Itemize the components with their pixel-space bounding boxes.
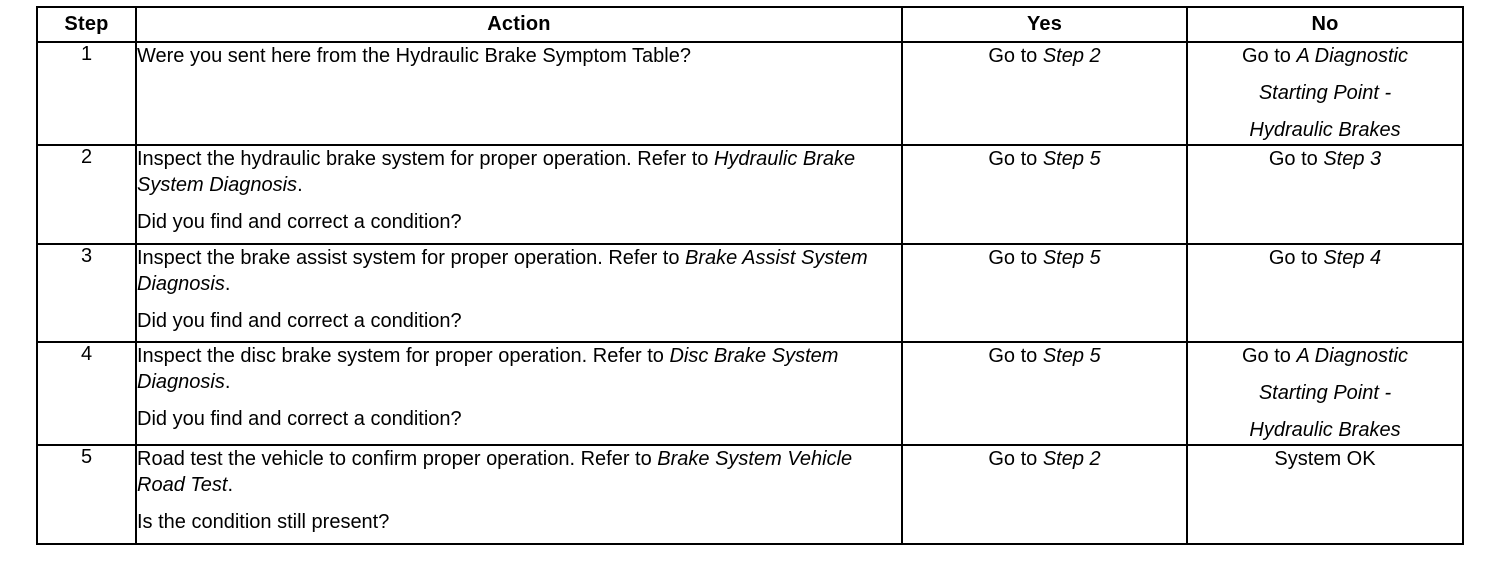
text-segment: Go to bbox=[1241, 45, 1297, 67]
cell-yes-result: Go to Step 5 bbox=[901, 143, 1188, 245]
reference-title: Step 5 bbox=[1042, 345, 1101, 368]
text-line: Were you sent here from the Hydraulic Br… bbox=[137, 43, 901, 69]
text-segment: Go to bbox=[1268, 246, 1324, 269]
reference-title: Hydraulic Brake System Diagnosis bbox=[137, 147, 856, 196]
reference-title: Starting Point - bbox=[1258, 382, 1392, 405]
reference-title: Step 5 bbox=[1042, 147, 1101, 170]
reference-title: A Diagnostic bbox=[1296, 345, 1409, 368]
text-segment: Did you find and correct a condition? bbox=[137, 210, 462, 233]
text-line: Go to Step 2 bbox=[903, 43, 1186, 69]
reference-title: Step 3 bbox=[1323, 147, 1382, 170]
cell-yes-result: Go to Step 5 bbox=[901, 341, 1188, 447]
column-header-no: No bbox=[1186, 6, 1464, 43]
text-segment: . bbox=[227, 474, 233, 497]
text-line: Did you find and correct a condition? bbox=[137, 209, 901, 235]
text-line: Go to A Diagnostic bbox=[1188, 43, 1462, 69]
reference-title: Hydraulic Brakes bbox=[1249, 419, 1401, 442]
text-line: Inspect the brake assist system for prop… bbox=[137, 245, 901, 297]
cell-yes-result: Go to Step 2 bbox=[901, 444, 1188, 545]
cell-step-number: 5 bbox=[36, 444, 137, 545]
cell-yes-result: Go to Step 5 bbox=[901, 242, 1188, 344]
text-segment: . bbox=[224, 371, 231, 394]
text-line: Did you find and correct a condition? bbox=[137, 406, 901, 432]
column-header-action: Action bbox=[135, 6, 903, 43]
reference-title: Brake System Vehicle Road Test bbox=[137, 448, 853, 497]
cell-action: Inspect the brake assist system for prop… bbox=[135, 242, 903, 344]
table-header-row: Step Action Yes No bbox=[36, 6, 1464, 43]
text-segment: Inspect the disc brake system for proper… bbox=[137, 345, 670, 368]
text-segment: Inspect the hydraulic brake system for p… bbox=[137, 147, 714, 170]
text-line: Go to A Diagnostic bbox=[1188, 343, 1462, 369]
text-line: Go to Step 3 bbox=[1188, 146, 1462, 172]
reference-title: Disc Brake System Diagnosis bbox=[137, 345, 839, 394]
cell-action: Inspect the disc brake system for proper… bbox=[135, 341, 903, 447]
text-segment: Go to bbox=[988, 147, 1043, 170]
cell-step-number: 3 bbox=[36, 242, 137, 344]
reference-title: A Diagnostic bbox=[1296, 45, 1409, 67]
text-line: Go to Step 5 bbox=[903, 146, 1186, 172]
cell-step-number: 1 bbox=[36, 41, 137, 146]
reference-title: Step 2 bbox=[1042, 448, 1101, 471]
cell-step-number: 2 bbox=[36, 143, 137, 245]
reference-title: Step 2 bbox=[1042, 45, 1101, 67]
text-segment: Inspect the brake assist system for prop… bbox=[137, 246, 686, 269]
text-segment: Go to bbox=[1268, 147, 1324, 170]
text-line: Inspect the hydraulic brake system for p… bbox=[137, 146, 901, 198]
text-segment: System OK bbox=[1274, 448, 1376, 471]
text-line: Go to Step 4 bbox=[1188, 245, 1462, 271]
cell-no-result: System OK bbox=[1186, 444, 1464, 545]
text-line: Is the condition still present? bbox=[137, 509, 901, 535]
cell-action: Road test the vehicle to confirm proper … bbox=[135, 444, 903, 545]
text-line: Inspect the disc brake system for proper… bbox=[137, 343, 901, 395]
text-segment: Go to bbox=[988, 345, 1043, 368]
text-segment: Did you find and correct a condition? bbox=[137, 309, 462, 332]
cell-no-result: Go to Step 3 bbox=[1186, 143, 1464, 245]
text-line: Starting Point - bbox=[1188, 80, 1462, 106]
cell-yes-result: Go to Step 2 bbox=[901, 41, 1188, 146]
text-line: Did you find and correct a condition? bbox=[137, 308, 901, 334]
column-header-step: Step bbox=[36, 6, 137, 43]
text-line: Road test the vehicle to confirm proper … bbox=[137, 446, 901, 498]
text-line: Hydraulic Brakes bbox=[1188, 417, 1462, 443]
reference-title: Starting Point - bbox=[1258, 82, 1392, 104]
reference-title: Brake Assist System Diagnosis bbox=[137, 246, 868, 295]
text-segment: Go to bbox=[1241, 345, 1297, 368]
text-segment: Is the condition still present? bbox=[137, 511, 390, 534]
text-line: Go to Step 5 bbox=[903, 245, 1186, 271]
text-segment: Road test the vehicle to confirm proper … bbox=[137, 448, 658, 471]
text-segment: Go to bbox=[988, 448, 1043, 471]
text-segment: . bbox=[224, 272, 231, 295]
table-header: Step Action Yes No bbox=[36, 6, 1464, 43]
cell-no-result: Go to Step 4 bbox=[1186, 242, 1464, 344]
cell-action: Were you sent here from the Hydraulic Br… bbox=[135, 41, 903, 146]
text-segment: Did you find and correct a condition? bbox=[137, 408, 462, 431]
text-line: Go to Step 2 bbox=[903, 446, 1186, 472]
reference-title: Step 4 bbox=[1323, 246, 1382, 269]
text-line: Hydraulic Brakes bbox=[1188, 117, 1462, 143]
cell-step-number: 4 bbox=[36, 341, 137, 447]
reference-title: Hydraulic Brakes bbox=[1249, 119, 1401, 141]
text-segment: Were you sent here from the Hydraulic Br… bbox=[137, 45, 691, 67]
cell-action: Inspect the hydraulic brake system for p… bbox=[135, 143, 903, 245]
text-segment: Go to bbox=[988, 45, 1043, 67]
reference-title: Step 5 bbox=[1042, 246, 1101, 269]
text-segment: Go to bbox=[988, 246, 1043, 269]
text-segment: . bbox=[297, 173, 303, 196]
column-header-yes: Yes bbox=[901, 6, 1188, 43]
text-line: Starting Point - bbox=[1188, 380, 1462, 406]
text-line: System OK bbox=[1188, 446, 1462, 472]
text-line: Go to Step 5 bbox=[903, 343, 1186, 369]
